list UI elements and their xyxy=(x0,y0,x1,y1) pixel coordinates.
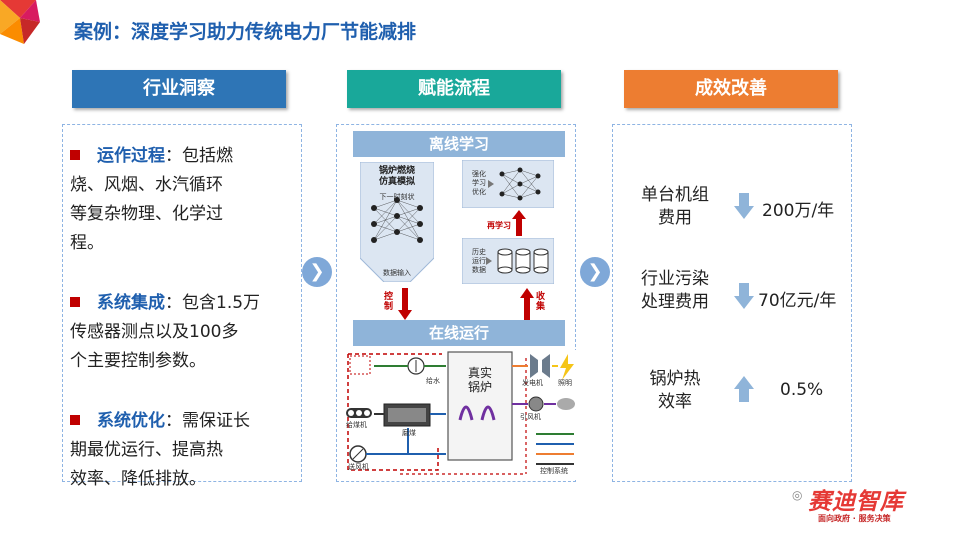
real-boiler-label: 真实 锅炉 xyxy=(450,366,510,394)
insight-panel xyxy=(62,124,302,482)
header-flow: 赋能流程 xyxy=(347,70,561,108)
insight-item: 运作过程：包括燃 烧、风烟、水汽循环 等复杂物理、化学过 程。 xyxy=(70,142,300,258)
offline-bar: 离线学习 xyxy=(353,131,565,157)
insight-line: 等复杂物理、化学过 xyxy=(70,204,223,224)
insight-key: 系统优化 xyxy=(97,411,165,431)
real-boiler-line: 真实 xyxy=(467,366,492,380)
label-control-sys: 控制系统 xyxy=(540,467,568,475)
result-label-line: 单台机组 xyxy=(641,185,709,205)
arrow-down-icon xyxy=(734,283,754,309)
result-panel xyxy=(612,124,852,482)
insight-line: 传感器测点以及100多 xyxy=(70,322,239,342)
result-label-line: 行业污染 xyxy=(641,269,709,289)
rl-label-line: 学习 xyxy=(472,179,486,187)
result-label: 行业污染 处理费用 xyxy=(620,268,730,314)
insight-line: 期最优运行、提高热 xyxy=(70,440,223,460)
result-value: 200万/年 xyxy=(762,201,835,221)
insight-item: 系统集成：包含1.5万 传感器测点以及100多 个主要控制参数。 xyxy=(70,289,300,376)
page-title: 案例：深度学习助力传统电力厂节能减排 xyxy=(74,21,417,43)
label-blower: 送风机 xyxy=(348,463,369,471)
collect-label: 收集 xyxy=(536,292,546,312)
history-label: 历史 运行 数据 xyxy=(472,248,486,275)
insight-sep: ： xyxy=(165,411,182,431)
flow-panel xyxy=(336,124,576,482)
online-bar: 在线运行 xyxy=(353,320,565,346)
label-feeder: 给煤机 xyxy=(346,421,367,429)
history-label-line: 历史 xyxy=(472,248,486,256)
result-label-line: 效率 xyxy=(658,392,692,412)
result-label: 单台机组 费用 xyxy=(620,184,730,230)
header-result: 成效改善 xyxy=(624,70,838,108)
sim-title: 锅炉燃烧 仿真模拟 xyxy=(360,166,434,188)
history-label-line: 数据 xyxy=(472,266,486,274)
rl-block xyxy=(462,160,554,208)
insight-line: 烧、风烟、水汽循环 xyxy=(70,175,223,195)
sim-title-line: 锅炉燃烧 xyxy=(378,166,415,176)
sim-sub: 下一时刻状 xyxy=(379,193,415,201)
insight-line: 效率、降低排放。 xyxy=(70,469,206,489)
insight-key: 系统集成 xyxy=(97,293,165,313)
insight-sep: ： xyxy=(165,293,182,313)
result-label: 锅炉热 效率 xyxy=(620,368,730,414)
history-block xyxy=(462,238,554,284)
rl-label: 强化 学习 优化 xyxy=(472,170,486,197)
insight-key: 运作过程 xyxy=(97,146,165,166)
insight-line: 程。 xyxy=(70,233,104,253)
wechat-icon: ◎ xyxy=(792,488,803,502)
sim-bottom: 数据输入 xyxy=(383,269,411,277)
rl-label-line: 强化 xyxy=(472,170,486,178)
chevron-right-icon: ❯ xyxy=(302,257,332,287)
insight-line: 包含1.5万 xyxy=(182,293,261,313)
chevron-right-icon: ❯ xyxy=(580,257,610,287)
label-lighting: 照明 xyxy=(558,379,572,387)
insight-sep: ： xyxy=(165,146,182,166)
label-water: 给水 xyxy=(426,377,440,385)
label-fan: 引风机 xyxy=(520,413,541,421)
plant-diagram xyxy=(340,350,578,480)
label-mill: 磨煤 xyxy=(402,429,416,437)
real-boiler-line: 锅炉 xyxy=(467,380,492,394)
bullet-square-icon xyxy=(70,150,80,160)
relearn-arrow-icon xyxy=(512,210,526,236)
result-value: 70亿元/年 xyxy=(758,291,837,311)
bullet-square-icon xyxy=(70,297,80,307)
label-gen: 发电机 xyxy=(522,379,543,387)
result-label-line: 费用 xyxy=(658,208,692,228)
insight-line: 需保证长 xyxy=(182,411,250,431)
watermark-brand: 赛迪智库 xyxy=(808,489,904,515)
history-label-line: 运行 xyxy=(472,257,486,265)
header-insight: 行业洞察 xyxy=(72,70,286,108)
control-arrow-icon xyxy=(398,288,412,320)
control-label: 控制 xyxy=(384,292,394,312)
arrow-up-icon xyxy=(734,376,754,402)
sim-block xyxy=(360,162,434,282)
rl-label-line: 优化 xyxy=(472,188,486,196)
insight-item: 系统优化：需保证长 期最优运行、提高热 效率、降低排放。 xyxy=(70,407,300,494)
corner-logo xyxy=(0,0,40,44)
arrow-down-icon xyxy=(734,193,754,219)
sim-title-line: 仿真模拟 xyxy=(378,177,415,187)
watermark-slogan: 面向政府 · 服务决策 xyxy=(818,514,891,523)
collect-arrow-icon xyxy=(520,288,534,320)
result-label-line: 锅炉热 xyxy=(649,369,701,389)
insight-line: 个主要控制参数。 xyxy=(70,351,206,371)
relearn-label: 再学习 xyxy=(487,221,511,230)
result-value: 0.5% xyxy=(780,380,824,400)
insight-line: 包括燃 xyxy=(182,146,233,166)
bullet-square-icon xyxy=(70,415,80,425)
result-label-line: 处理费用 xyxy=(641,292,709,312)
